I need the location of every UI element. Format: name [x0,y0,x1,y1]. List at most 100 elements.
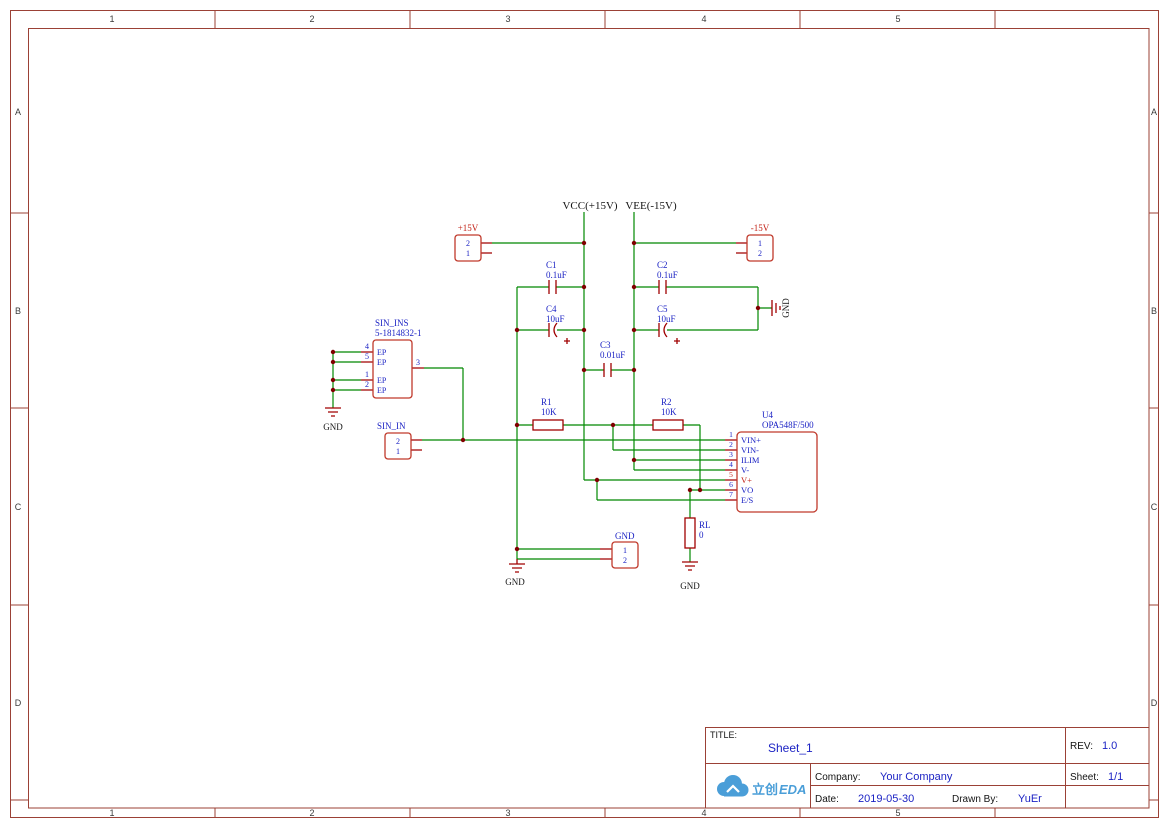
component-c1[interactable]: C1 0.1uF [546,260,567,280]
sin-in-ref: SIN_IN [377,421,406,431]
title-block: TITLE: Sheet_1 REV: 1.0 Company: Your Co… [705,727,1150,809]
u4-body[interactable] [736,431,818,513]
r1-ref: R1 [541,397,552,407]
component-c2[interactable]: C2 0.1uF [657,260,678,280]
c5-value: 10uF [657,314,676,324]
frame-outer-border [10,10,1159,818]
frame-col-label-top: 3 [505,14,510,24]
c5-ref: C5 [657,304,668,314]
connector-p15-body[interactable] [454,234,482,262]
c3-ref: C3 [600,340,611,350]
title-block-border [705,727,1150,809]
connector-n15[interactable]: -15V 1 2 [746,223,774,262]
pin-name: V+ [741,475,752,485]
date-value: 2019-05-30 [858,793,914,805]
pin-number: 4 [365,342,369,351]
pin-name: VO [741,485,753,495]
pin-number: 1 [623,546,627,555]
frame-col-label-bottom: 5 [895,808,900,818]
frame-row-label-right: B [1151,306,1157,316]
cloud-icon [717,775,749,797]
pin-number: 2 [729,440,733,449]
component-rl[interactable]: RL 0 [684,517,711,549]
gnd-symbol[interactable] [682,561,698,571]
pin-name: EP [377,358,387,367]
sin-ins-body[interactable] [372,339,413,399]
gnd-conn-ref: GND [615,531,635,541]
c1-ref: C1 [546,260,557,270]
component-gnd-connector[interactable]: GND 1 2 [611,531,639,569]
gnd-label: GND [323,422,343,432]
frame-col-label-top: 5 [895,14,900,24]
rl-body[interactable] [684,517,696,549]
u4-ref: U4 [762,410,773,420]
frame-row-label-left: A [15,107,21,117]
pin-number: 1 [758,239,762,248]
pin-number: 1 [466,249,470,258]
symbol-graphics [361,242,747,560]
sheet-label: Sheet: [1070,772,1099,783]
pin-number: 2 [623,556,627,565]
wire-layer[interactable] [332,212,772,562]
logo-text-cn: 立创 [752,782,778,797]
gnd-label: GND [680,581,700,591]
pin-number: 1 [365,370,369,379]
gnd-conn-body[interactable] [611,541,639,569]
gnd-symbol[interactable] [771,300,781,316]
c4-ref: C4 [546,304,557,314]
frame-inner-border [28,28,1150,809]
connector-n15-label: -15V [751,223,770,233]
frame-col-label-bottom: 4 [701,808,706,818]
pin-name: EP [377,376,387,385]
frame-ticks [10,10,1159,818]
r2-value: 10K [661,407,677,417]
sin-ins-ref: SIN_INS [375,318,409,328]
drawn-by-value: YuEr [1018,793,1042,805]
frame-col-label-top: 1 [109,14,114,24]
component-c4[interactable]: C4 10uF [546,304,565,324]
vendor-logo: 立创 EDA [717,775,806,797]
r2-body[interactable] [652,419,684,431]
pin-number: 4 [729,460,733,469]
component-r1[interactable]: R1 10K [532,397,564,431]
r2-ref: R2 [661,397,672,407]
connector-p15[interactable]: +15V 2 1 [454,223,482,262]
gnd-symbol[interactable] [509,559,525,573]
net-label-vcc[interactable]: VCC(+15V) [562,200,617,212]
component-c3[interactable]: C3 0.01uF [600,340,625,360]
title-label: TITLE: [710,730,737,740]
frame-col-label-bottom: 3 [505,808,510,818]
component-sin-in[interactable]: SIN_IN 2 1 [377,421,412,460]
sin-in-body[interactable] [384,432,412,460]
net-label-vee[interactable]: VEE(-15V) [625,200,677,212]
pin-number: 5 [729,470,733,479]
company-label: Company: [815,772,861,783]
component-sin-ins[interactable]: SIN_INS 5-1814832-1 4 5 1 2 EP EP EP EP … [365,318,422,399]
rev-value: 1.0 [1102,740,1117,752]
component-r2[interactable]: R2 10K [652,397,684,431]
rev-label: REV: [1070,741,1093,752]
pin-number: 5 [365,352,369,361]
gnd-symbol[interactable] [325,407,341,417]
pin-name: V- [741,465,749,475]
title-block-grid [705,727,1149,808]
connector-n15-body[interactable] [746,234,774,262]
pin-name: VIN- [741,445,759,455]
pin-name: EP [377,348,387,357]
component-c5[interactable]: C5 10uF [657,304,676,324]
frame-row-label-right: A [1151,107,1157,117]
r1-value: 10K [541,407,557,417]
c3-value: 0.01uF [600,350,625,360]
pin-number: 3 [729,450,733,459]
rl-ref: RL [699,520,711,530]
r1-body[interactable] [532,419,564,431]
drawn-by-label: Drawn By: [952,794,998,805]
pin-number: 7 [729,490,733,499]
schematic-canvas: VCC(+15V) VEE(-15V) GND GND GND GND +15V… [323,200,818,591]
c2-value: 0.1uF [657,270,678,280]
component-u4[interactable]: U4 OPA548F/500 1 2 3 4 5 6 7 VIN+ VIN- I… [729,410,818,513]
sheet-value: 1/1 [1108,771,1123,783]
pin-name: EP [377,386,387,395]
pin-number: 2 [365,380,369,389]
